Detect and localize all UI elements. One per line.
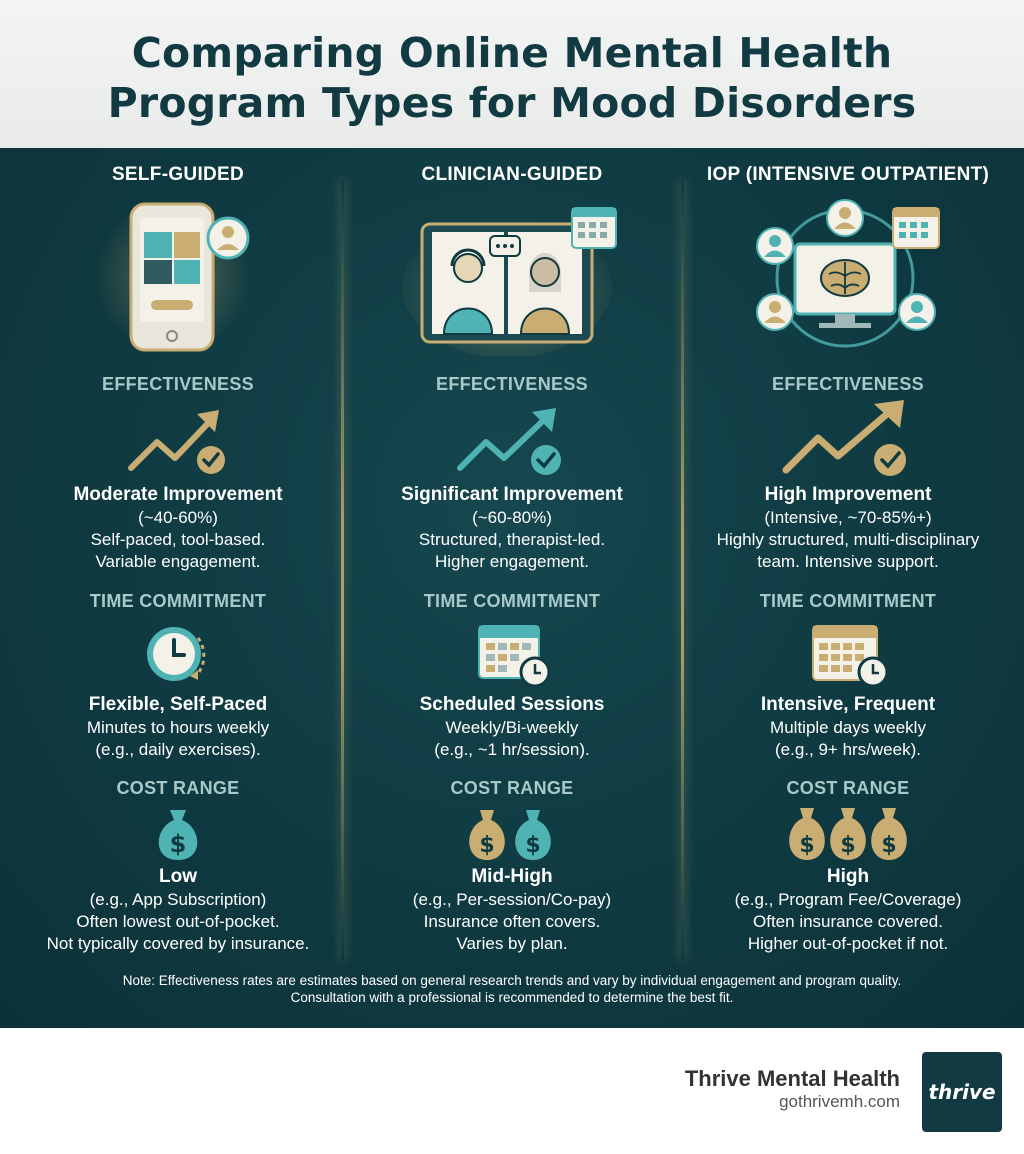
cost-range-label: COST RANGE <box>786 778 910 798</box>
time-line: Multiple days weekly <box>770 718 926 737</box>
column-title: IOP (INTENSIVE OUTPATIENT) <box>706 164 990 185</box>
cost-line: Insurance often covers. <box>423 912 601 931</box>
cost-line: (e.g., App Subscription) <box>89 890 267 909</box>
cost-line: Often insurance covered. <box>753 912 943 931</box>
header: Comparing Online Mental Health Program T… <box>0 0 1024 148</box>
column-self-guided: SELF-GUIDED EFFECTIVENESS Moderate Impro… <box>8 148 348 1028</box>
column-title: CLINICIAN-GUIDED <box>421 164 603 185</box>
trend-up-check-icon <box>457 408 561 475</box>
effectiveness-line: (~60-80%) <box>472 508 552 527</box>
svg-text:$: $ <box>525 833 540 858</box>
time-line: (e.g., ~1 hr/session). <box>434 740 590 759</box>
effectiveness-line: Self-paced, tool-based. <box>90 530 266 549</box>
hero <box>8 196 348 366</box>
svg-text:$: $ <box>170 830 187 858</box>
footnote: Note: Effectiveness rates are estimates … <box>0 972 1024 1006</box>
svg-text:$: $ <box>840 833 855 858</box>
time-line: (e.g., 9+ hrs/week). <box>775 740 921 759</box>
svg-text:$: $ <box>479 833 494 858</box>
svg-text:$: $ <box>881 833 896 858</box>
time-commitment-label: TIME COMMITMENT <box>423 591 601 611</box>
column-iop: IOP (INTENSIVE OUTPATIENT) EFFECTIVENESS <box>678 148 1018 1028</box>
time-line: Weekly/Bi-weekly <box>445 718 579 737</box>
calendar-clock-icon <box>478 625 551 688</box>
time-line: Minutes to hours weekly <box>86 718 270 737</box>
cost-heading: Mid-High <box>471 866 553 887</box>
calendar-clock-icon <box>812 625 889 688</box>
svg-text:$: $ <box>799 833 814 858</box>
time-commitment-label: TIME COMMITMENT <box>89 591 267 611</box>
money-bag-icon: $ <box>158 810 198 860</box>
cost-line: Varies by plan. <box>456 934 568 953</box>
time-heading: Scheduled Sessions <box>419 694 605 715</box>
effectiveness-label: EFFECTIVENESS <box>436 374 588 394</box>
time-line: (e.g., daily exercises). <box>95 740 261 759</box>
footnote-line-2: Consultation with a professional is reco… <box>290 990 734 1005</box>
hero <box>678 196 1018 366</box>
effectiveness-heading: High Improvement <box>764 484 932 505</box>
column-clinician-guided: CLINICIAN-GUIDED EFFECTIVENESS Sig <box>342 148 682 1028</box>
brand-url[interactable]: gothrivemh.com <box>779 1092 900 1111</box>
cost-heading: High <box>826 866 870 887</box>
effectiveness-heading: Moderate Improvement <box>73 484 283 505</box>
money-bags-icon: $ $ $ <box>789 808 907 860</box>
cost-line: (e.g., Program Fee/Coverage) <box>734 890 962 909</box>
title-line-1: Comparing Online Mental Health <box>131 29 893 77</box>
team-brain-monitor-icon <box>756 199 940 348</box>
effectiveness-label: EFFECTIVENESS <box>102 374 254 394</box>
cost-line: (e.g., Per-session/Co-pay) <box>412 890 612 909</box>
title-line-2: Program Types for Mood Disorders <box>107 79 917 127</box>
cost-range-label: COST RANGE <box>116 778 240 798</box>
effectiveness-heading: Significant Improvement <box>401 484 623 505</box>
effectiveness-label: EFFECTIVENESS <box>772 374 924 394</box>
time-heading: Flexible, Self-Paced <box>88 694 268 715</box>
clock-icon <box>147 627 206 681</box>
phone-puzzle-icon <box>95 198 251 354</box>
cost-line: Not typically covered by insurance. <box>46 934 310 953</box>
column-divider <box>681 180 684 960</box>
effectiveness-line: Highly structured, multi-disciplinary <box>716 530 980 549</box>
trend-up-check-icon <box>782 400 906 476</box>
brand-logo: thrive <box>922 1052 1002 1132</box>
cost-line: Often lowest out-of-pocket. <box>76 912 280 931</box>
time-commitment-label: TIME COMMITMENT <box>759 591 937 611</box>
trend-up-check-icon <box>128 410 225 474</box>
footnote-line-1: Note: Effectiveness rates are estimates … <box>122 973 902 988</box>
money-bags-icon: $ $ <box>469 810 551 860</box>
effectiveness-line: team. Intensive support. <box>757 552 939 571</box>
effectiveness-line: (Intensive, ~70-85%+) <box>764 508 932 527</box>
effectiveness-line: Structured, therapist-led. <box>418 530 606 549</box>
column-divider <box>341 180 344 960</box>
cost-line: Higher out-of-pocket if not. <box>747 934 949 953</box>
time-heading: Intensive, Frequent <box>760 694 936 715</box>
cost-range-label: COST RANGE <box>450 778 574 798</box>
effectiveness-line: Higher engagement. <box>434 552 590 571</box>
effectiveness-line: Variable engagement. <box>95 552 261 571</box>
effectiveness-line: (~40-60%) <box>138 508 218 527</box>
column-title: SELF-GUIDED <box>111 164 245 185</box>
cost-heading: Low <box>159 866 197 887</box>
brand-name: Thrive Mental Health <box>684 1066 900 1091</box>
hero <box>342 196 682 366</box>
page-title: Comparing Online Mental Health Program T… <box>0 28 1024 128</box>
video-call-icon <box>402 207 617 356</box>
